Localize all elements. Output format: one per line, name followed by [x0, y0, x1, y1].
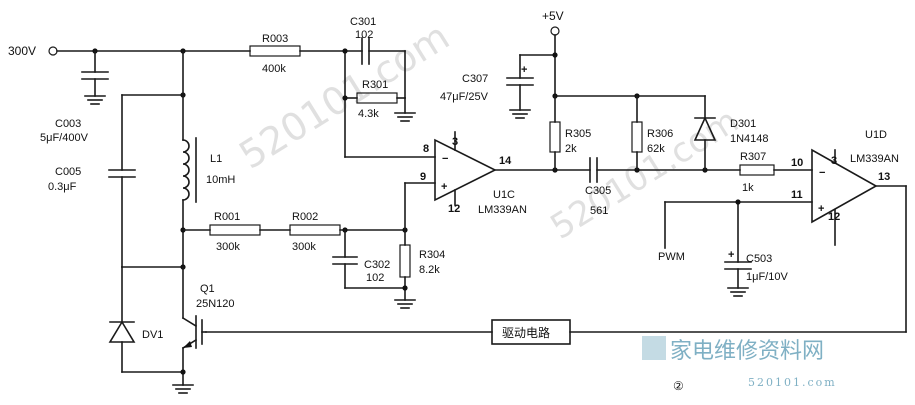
- c302-name: C302: [364, 259, 390, 271]
- d301-value: 1N4148: [730, 133, 769, 145]
- drive-block-label: 驱动电路: [502, 325, 550, 340]
- logo-text: 家电维修资料网: [670, 339, 824, 364]
- ground-icon: [394, 112, 416, 122]
- r003-resistor: [249, 45, 301, 57]
- ground-icon: [509, 109, 531, 119]
- u1d-pin-vcc: 3: [831, 155, 837, 167]
- u1c-pin-inv: 8: [423, 143, 429, 155]
- ground-icon: [394, 299, 416, 309]
- c301-name: C301: [350, 16, 376, 28]
- c301-value: 102: [355, 29, 373, 41]
- supply-5v-label: +5V: [542, 9, 564, 23]
- ground-icon: [727, 287, 749, 297]
- u1d-pin-out: 13: [878, 171, 890, 183]
- r001-resistor: [209, 224, 261, 236]
- u1d-comparator: [811, 148, 878, 224]
- u1c-value: LM339AN: [478, 204, 527, 216]
- l1-inductor: [182, 139, 190, 201]
- c503-value: 1μF/10V: [746, 271, 788, 283]
- r305-resistor: [549, 121, 561, 153]
- r306-value: 62k: [647, 143, 665, 155]
- r305-name: R305: [565, 128, 591, 140]
- input-terminal: [48, 46, 58, 56]
- u1d-pin-noninv: 11: [791, 189, 803, 201]
- r305-value: 2k: [565, 143, 577, 155]
- supply-terminal: [550, 26, 560, 36]
- r304-resistor: [399, 244, 411, 278]
- l1-value: 10mH: [206, 174, 235, 186]
- r307-name: R307: [740, 151, 766, 163]
- u1c-pin-noninv: 9: [420, 171, 426, 183]
- ground-icon: [84, 95, 106, 105]
- r307-value: 1k: [742, 182, 754, 194]
- logo-site: 520101.com: [748, 376, 837, 389]
- d301-name: D301: [730, 118, 756, 130]
- svg-text:+: +: [818, 203, 824, 215]
- dv1-diode: [108, 320, 136, 343]
- r001-name: R001: [214, 211, 240, 223]
- c307-name: C307: [462, 73, 488, 85]
- u1d-pin-gnd: 12: [828, 211, 840, 223]
- c307-value: 47μF/25V: [440, 91, 489, 103]
- q1-value: 25N120: [196, 298, 235, 310]
- svg-text:+: +: [521, 64, 527, 76]
- svg-text:−: −: [819, 167, 825, 179]
- svg-text:−: −: [442, 153, 448, 165]
- l1-name: L1: [210, 153, 222, 165]
- ground-icon: [172, 384, 194, 394]
- u1c-pin-vcc: 3: [452, 136, 458, 148]
- r003-name: R003: [262, 33, 288, 45]
- c305-name: C305: [585, 185, 611, 197]
- u1d-name: U1D: [865, 129, 887, 141]
- svg-text:+: +: [441, 181, 447, 193]
- pwm-label: PWM: [658, 251, 685, 263]
- u1c-pin-gnd: 12: [448, 203, 460, 215]
- c302-value: 102: [366, 272, 384, 284]
- site-logo: 家电维修资料网 520101.com: [642, 336, 837, 389]
- c003-value: 5μF/400V: [40, 132, 89, 144]
- r001-value: 300k: [216, 241, 240, 253]
- input-300v-label: 300V: [8, 44, 36, 58]
- c005-name: C005: [55, 166, 81, 178]
- dv1-name: DV1: [142, 329, 163, 341]
- q1-name: Q1: [200, 283, 215, 295]
- r306-resistor: [631, 121, 643, 153]
- watermark-site-2: 520101.com: [544, 101, 746, 248]
- r002-resistor: [289, 224, 341, 236]
- u1c-pin-out: 14: [499, 155, 512, 167]
- c305-value: 561: [590, 205, 608, 217]
- c503-name: C503: [746, 253, 772, 265]
- r301-name: R301: [362, 79, 388, 91]
- r304-name: R304: [419, 249, 445, 261]
- r304-value: 8.2k: [419, 264, 440, 276]
- u1d-pin-inv: 10: [791, 157, 803, 169]
- r306-name: R306: [647, 128, 673, 140]
- u1c-comparator: [434, 138, 497, 202]
- r301-value: 4.3k: [358, 108, 379, 120]
- r003-value: 400k: [262, 63, 286, 75]
- r002-value: 300k: [292, 241, 316, 253]
- u1c-name: U1C: [493, 189, 515, 201]
- u1d-value: LM339AN: [850, 153, 899, 165]
- c005-value: 0.3μF: [48, 181, 77, 193]
- r002-name: R002: [292, 211, 318, 223]
- page-number: ②: [673, 379, 684, 393]
- svg-text:+: +: [728, 249, 734, 261]
- c003-name: C003: [55, 118, 81, 130]
- r307-resistor: [739, 164, 775, 176]
